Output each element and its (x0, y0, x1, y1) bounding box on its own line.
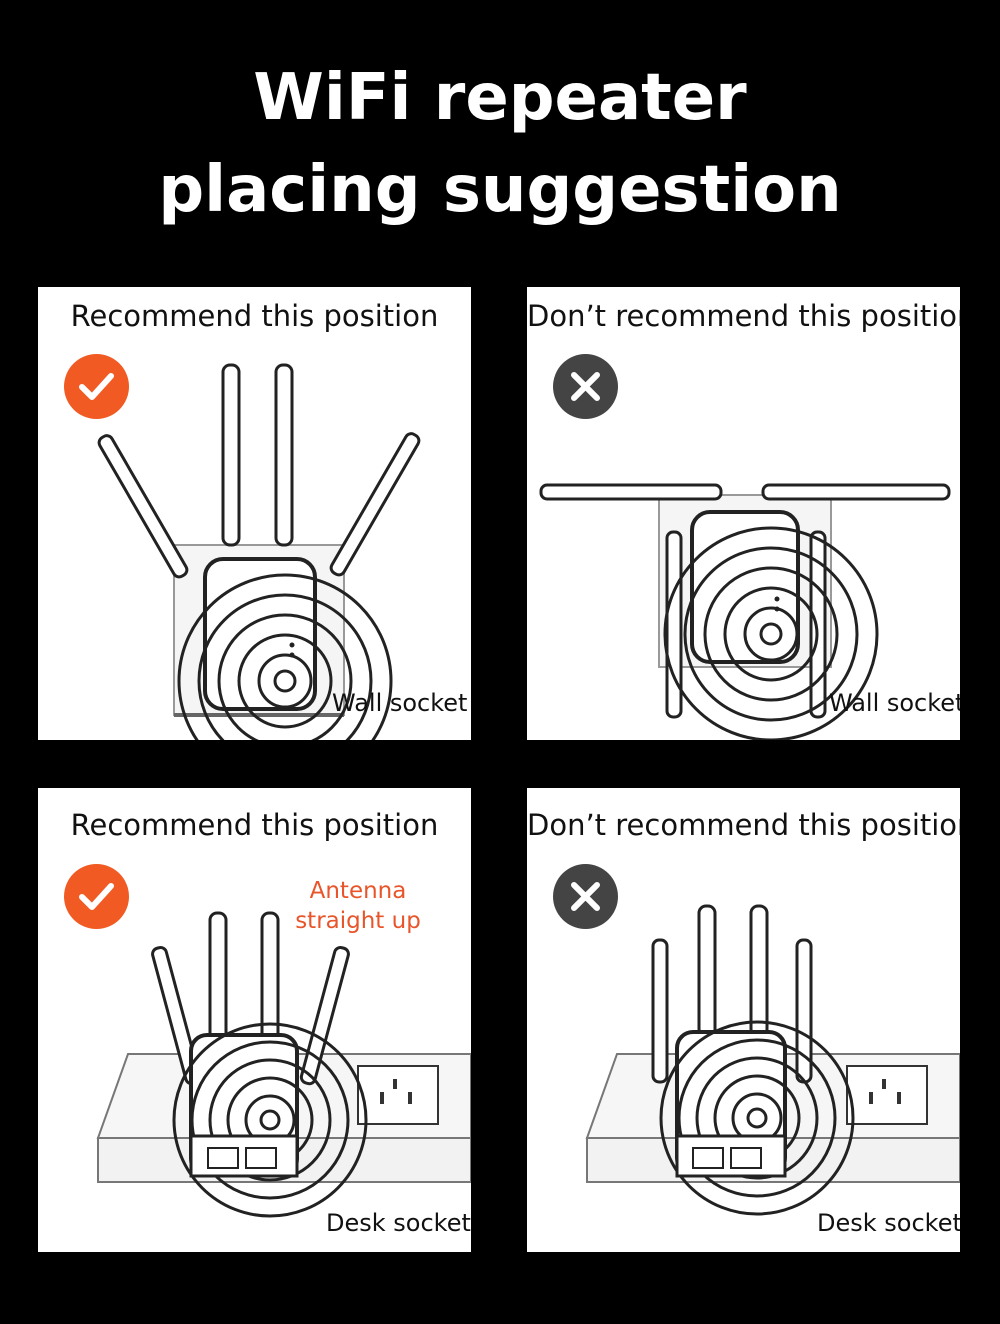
socket-caption: Wall socket (829, 689, 960, 717)
repeater-desk-behind-illustration (585, 904, 960, 1216)
socket-caption: Wall socket (332, 689, 468, 717)
panel-wall-recommended: Recommend this position Wall socket (38, 287, 471, 740)
panel-desk-recommended: Recommend this position Antenna straight… (38, 788, 471, 1252)
page-title-line-1: WiFi repeater (253, 61, 747, 135)
panel-wall-not-recommended: Don’t recommend this position Wall socke… (527, 287, 960, 740)
antenna-note: Antenna straight up (295, 878, 421, 934)
panel-heading: Don’t recommend this position (527, 299, 960, 333)
panel-heading: Don’t recommend this position (527, 808, 960, 842)
cross-icon (553, 864, 618, 929)
checkmark-icon (64, 354, 129, 419)
repeater-wall-antennas-sideways-illustration (539, 483, 951, 740)
panel-heading: Recommend this position (70, 808, 439, 842)
socket-caption: Desk socket (326, 1209, 471, 1237)
checkmark-icon (64, 864, 129, 929)
page-title-line-2: placing suggestion (158, 153, 842, 227)
panel-heading: Recommend this position (70, 299, 439, 333)
panel-desk-not-recommended: Don’t recommend this position Desk (527, 788, 960, 1252)
cross-icon (553, 354, 618, 419)
socket-caption: Desk socket (817, 1209, 960, 1237)
repeater-wall-antennas-up-illustration (97, 363, 421, 740)
repeater-desk-antennas-up-illustration (96, 911, 471, 1218)
